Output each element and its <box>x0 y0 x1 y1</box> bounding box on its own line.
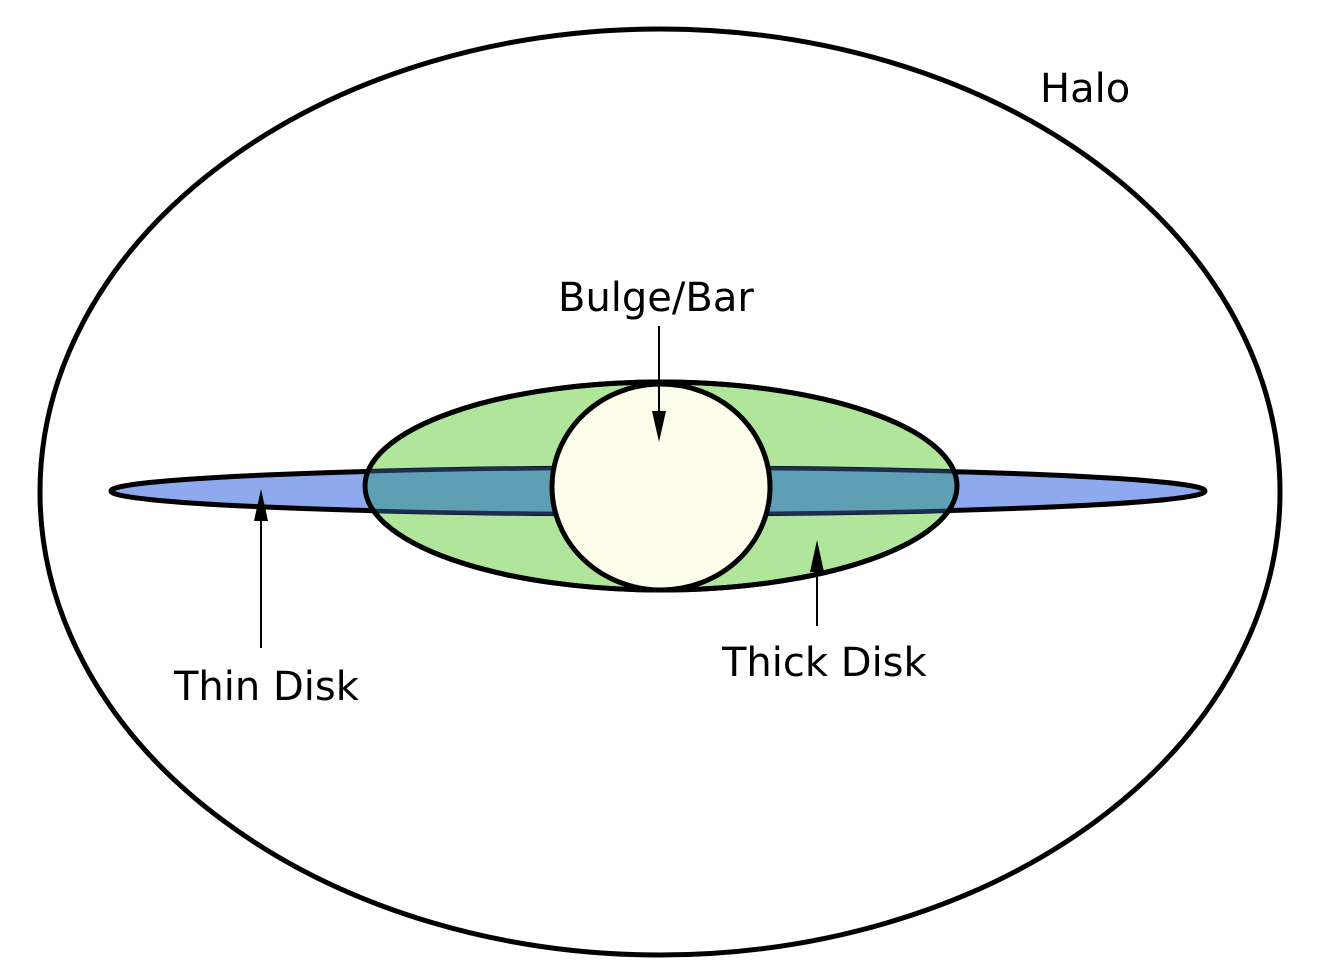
bulge-arrow <box>652 326 666 442</box>
bulge-ellipse <box>549 381 773 593</box>
thin-disk-label: Thin Disk <box>173 664 360 710</box>
thick-disk-arrow <box>810 540 824 626</box>
bulge-label: Bulge/Bar <box>558 275 754 321</box>
thin-disk-arrow <box>254 489 268 648</box>
thick-disk-label: Thick Disk <box>721 640 928 686</box>
halo-label: Halo <box>1040 66 1130 112</box>
